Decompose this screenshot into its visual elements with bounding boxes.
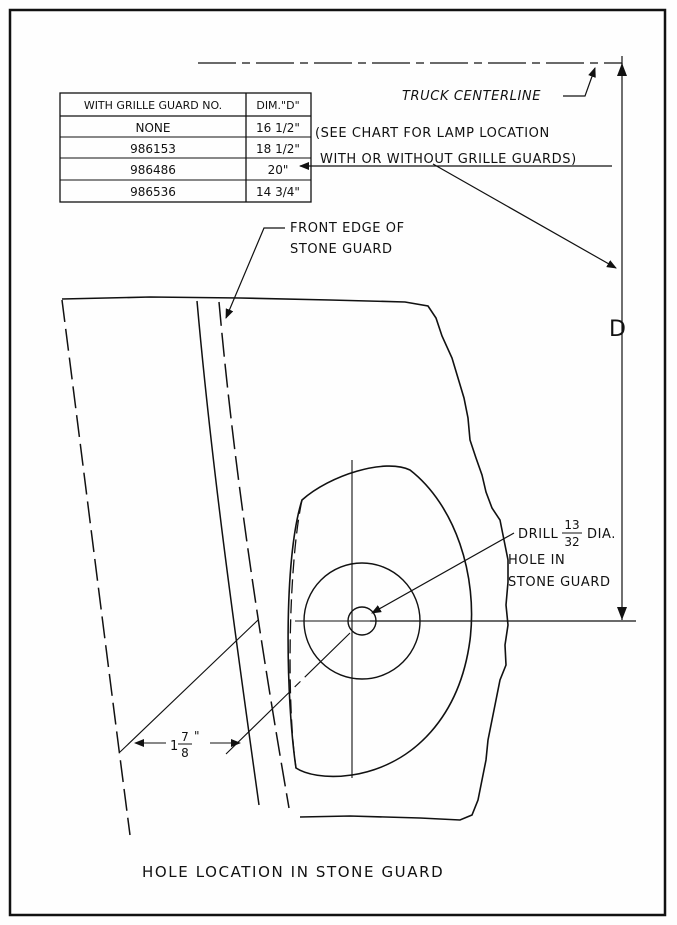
diagonal-dim-line-left bbox=[119, 619, 259, 753]
front-edge-leader bbox=[225, 227, 285, 319]
see-chart-note-line2: WITH OR WITHOUT GRILLE GUARDS) bbox=[320, 152, 577, 167]
drill-dia-label: DIA. bbox=[587, 527, 616, 542]
table-header-dim: DIM."D" bbox=[256, 99, 299, 112]
drill-leader bbox=[371, 532, 515, 614]
left-dashed-edge bbox=[61, 299, 131, 836]
truck-centerline-label: TRUCK CENTERLINE bbox=[402, 89, 541, 104]
table-cell-dim: 14 3/4" bbox=[256, 185, 300, 199]
table-cell-guard: 986486 bbox=[130, 163, 176, 177]
hole-in-label-line2: STONE GUARD bbox=[508, 575, 611, 590]
note-to-d-leader bbox=[432, 163, 617, 269]
drill-hole-circle bbox=[347, 606, 377, 636]
grille-guard-table: WITH GRILLE GUARD NO. DIM."D" NONE 16 1/… bbox=[59, 92, 312, 203]
drill-fraction-denominator: 32 bbox=[564, 535, 579, 549]
front-edge-strip-line bbox=[196, 300, 260, 806]
table-cell-guard: 986153 bbox=[130, 142, 176, 156]
front-edge-label-line2: STONE GUARD bbox=[290, 242, 393, 257]
offset-dim-denominator: 8 bbox=[181, 746, 189, 760]
offset-dim-unit: " bbox=[194, 729, 200, 743]
diagonal-dim-line-center bbox=[225, 632, 351, 755]
centerline-leader bbox=[563, 67, 596, 97]
outer-border bbox=[8, 8, 667, 917]
dim-d-top-arrow bbox=[617, 63, 627, 76]
front-edge-label-line1: FRONT EDGE OF bbox=[290, 221, 405, 236]
table-cell-guard: 986536 bbox=[130, 185, 176, 199]
drill-fraction-numerator: 13 bbox=[564, 518, 579, 532]
front-edge-strip-dashed bbox=[218, 301, 290, 809]
diagram-caption: HOLE LOCATION IN STONE GUARD bbox=[142, 863, 444, 881]
drill-label: DRILL bbox=[518, 527, 559, 542]
table-cell-dim: 20" bbox=[268, 163, 289, 177]
table-header-guard: WITH GRILLE GUARD NO. bbox=[84, 99, 222, 112]
table-cell-dim: 18 1/2" bbox=[256, 142, 300, 156]
offset-dim-numerator: 7 bbox=[181, 730, 189, 744]
dim-d-label: D bbox=[609, 317, 626, 342]
offset-dim-whole: 1 bbox=[170, 739, 179, 754]
lamp-outline bbox=[287, 465, 473, 778]
hole-in-label-line1: HOLE IN bbox=[508, 553, 565, 568]
stone-guard-outline bbox=[61, 296, 509, 821]
dim-d-bottom-arrow bbox=[617, 607, 627, 620]
table-cell-dim: 16 1/2" bbox=[256, 121, 300, 135]
see-chart-note-line1: (SEE CHART FOR LAMP LOCATION bbox=[315, 126, 550, 141]
table-cell-guard: NONE bbox=[136, 121, 171, 135]
lamp-inner-circle bbox=[303, 562, 421, 680]
lamp-dashed-edge bbox=[289, 499, 303, 769]
